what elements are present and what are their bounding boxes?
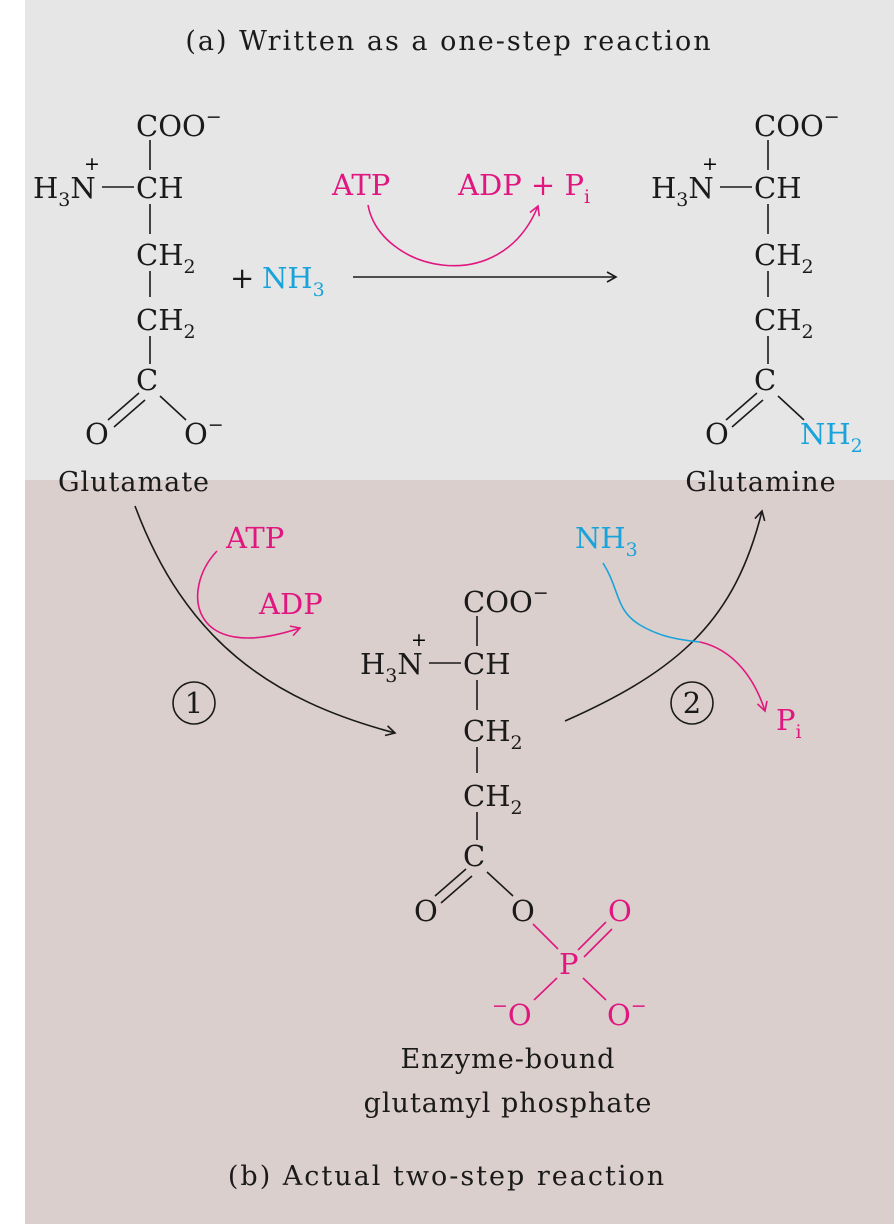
phosphate-release-arrow [699,641,768,713]
phosphate-o-minus-left: −O [492,995,532,1032]
glutamate-ammonium-charge: + [84,153,100,175]
glutamate-carboxyl-carbon: C [136,363,158,397]
intermediate-coo-group: COO− [463,582,549,619]
glutamate-alpha-carbon: CH [136,171,183,205]
panel-a-caption: (a) Written as a one-step reaction [185,26,712,57]
plus-sign: + [230,261,254,295]
glutamine-carbonyl-o: O [705,417,729,451]
glutamate-carbonyl-o: O [85,417,109,451]
glutamate-label: Glutamate [58,467,210,498]
adp-pi-label-a: ADP + Pi [457,168,590,208]
step-1-number: 1 [185,686,203,720]
glutamine-coo-group: COO− [754,106,840,143]
step-1-circle [172,681,216,725]
intermediate-gamma-ch2: CH2 [463,779,523,819]
glutamyl-phosphate-structure: COO− H3N + CH CH2 CH2 C O O P O −O [360,582,647,1032]
glutamate-gamma-ch2: CH2 [136,303,196,343]
glutamine-amide-nh2: NH2 [800,417,863,457]
intermediate-carbonyl-o: O [414,894,438,928]
panel-b-background [25,480,894,1224]
intermediate-alpha-carbon: CH [463,647,510,681]
intermediate-label-line2: glutamyl phosphate [364,1088,653,1119]
ammonia-reagent-b: NH3 [575,521,638,561]
phosphate-double-bond-o: O [608,894,632,928]
glutamate-ammonium-group: H3N [33,171,96,211]
intermediate-label-line1: Enzyme-bound [401,1044,616,1075]
glutamine-label: Glutamine [685,467,836,498]
glutamate-beta-ch2: CH2 [136,238,196,278]
glutamine-structure: COO− H3N + CH CH2 CH2 C O NH2 [651,106,863,457]
atp-label-a: ATP [331,168,390,202]
glutamine-ammonium-charge: + [702,153,718,175]
atp-hydrolysis-arrow-a [367,204,541,267]
glutamine-ammonium-group: H3N [651,171,714,211]
step-2-arrow [564,509,766,722]
intermediate-acyl-carbon: C [463,839,485,873]
glutamate-coo-group: COO− [136,106,222,143]
intermediate-bridging-o: O [511,894,535,928]
phosphorus-atom: P [559,947,579,981]
step-2-number: 2 [683,686,701,720]
ammonia-uptake-curve [602,562,701,643]
step-2-circle [670,681,714,725]
glutamine-beta-ch2: CH2 [754,238,814,278]
phosphate-o-minus-right: O− [607,995,647,1032]
intermediate-ammonium-group: H3N [360,647,423,687]
atp-label-b: ATP [225,521,284,555]
pi-label-b: Pi [776,703,802,743]
intermediate-beta-ch2: CH2 [463,714,523,754]
glutamine-amide-carbon: C [754,363,776,397]
glutamine-gamma-ch2: CH2 [754,303,814,343]
panel-b-caption: (b) Actual two-step reaction [228,1161,666,1192]
glutamine-alpha-carbon: CH [754,171,801,205]
adp-label-b: ADP [258,587,323,621]
glutamate-carboxylate-o: O− [184,414,224,451]
intermediate-ammonium-charge: + [411,629,427,651]
step-1-arrow [134,505,397,737]
glutamate-structure: COO− H3N + CH CH2 CH2 C O O− [33,106,224,451]
atp-hydrolysis-arrow-b [196,550,302,639]
ammonia-reagent-a: NH3 [262,261,325,301]
